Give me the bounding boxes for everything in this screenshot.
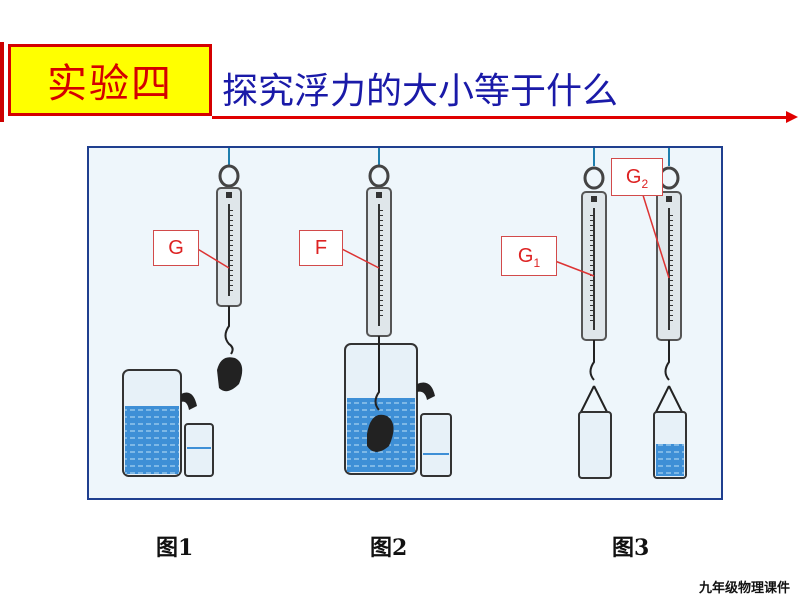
footer-course-label: 九年级物理课件: [698, 581, 790, 596]
underline-arrowhead: [786, 111, 798, 123]
empty-cup: [578, 411, 612, 479]
stone-object: [217, 357, 243, 392]
overflow-spout: [181, 392, 197, 410]
spring-scale-ring: [218, 164, 240, 188]
left-accent-bar: [0, 42, 4, 122]
figure-3-caption: 图3: [612, 535, 650, 561]
label-f-leader: [339, 247, 380, 269]
figure-3-left-setup: [578, 148, 612, 479]
figure-2-caption: 图2: [370, 535, 408, 561]
label-g: G: [153, 230, 199, 266]
label-f: F: [299, 230, 343, 266]
spring-scale-hook: [224, 306, 234, 355]
small-cup: [184, 423, 214, 477]
spring-scale-ring: [583, 166, 605, 190]
figure-2-setup: [344, 148, 452, 477]
title-box: 实验四: [8, 44, 212, 116]
spring-scale-hook: [374, 336, 380, 411]
title-underline: [212, 116, 790, 119]
page-title: 实验四: [47, 61, 173, 107]
label-g2-leader: [641, 191, 670, 279]
experiment-illustration: [122, 148, 687, 479]
experiment-figure-frame: G F G1 G2: [87, 146, 723, 500]
cup-water: [656, 444, 684, 476]
spring-scale-ring: [368, 164, 390, 188]
small-cup: [420, 413, 452, 477]
figure-1-caption: 图1: [156, 535, 194, 561]
label-g1: G1: [501, 236, 557, 276]
figure-3-right-setup: [653, 148, 687, 479]
page-subtitle: 探究浮力的大小等于什么: [222, 71, 619, 112]
label-g2: G2: [611, 158, 663, 196]
spring-scale-hook: [589, 340, 595, 381]
figure-1-setup: [122, 148, 243, 477]
label-g1-leader: [554, 260, 595, 277]
beaker-water: [125, 406, 179, 474]
submerged-stone: [367, 414, 394, 452]
overflow-spout: [417, 382, 435, 400]
spring-scale-hook: [664, 340, 670, 381]
label-g-leader: [195, 247, 230, 269]
